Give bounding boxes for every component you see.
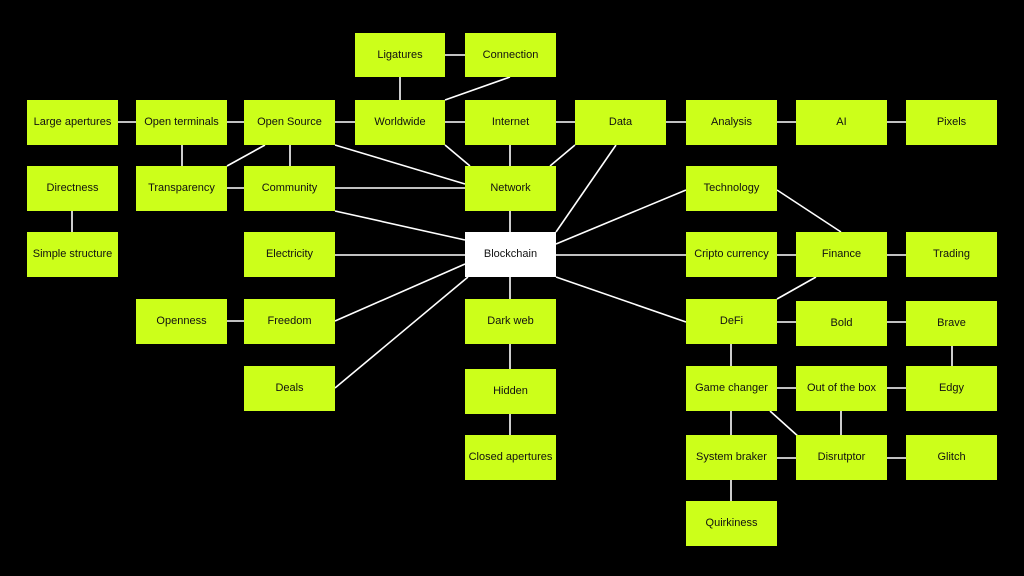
connector-line	[444, 76, 511, 101]
node-bold[interactable]: Bold	[796, 301, 887, 346]
node-connection[interactable]: Connection	[465, 33, 556, 77]
node-brave[interactable]: Brave	[906, 301, 997, 346]
node-open-terminals[interactable]: Open terminals	[136, 100, 227, 145]
node-system-braker[interactable]: System braker	[686, 435, 777, 480]
node-edgy[interactable]: Edgy	[906, 366, 997, 411]
node-dark-web[interactable]: Dark web	[465, 299, 556, 344]
connector-line	[444, 144, 471, 167]
node-technology[interactable]: Technology	[686, 166, 777, 211]
connector-line	[769, 410, 801, 439]
node-freedom[interactable]: Freedom	[244, 299, 335, 344]
node-transparency[interactable]: Transparency	[136, 166, 227, 211]
node-ai[interactable]: AI	[796, 100, 887, 145]
node-hidden[interactable]: Hidden	[465, 369, 556, 414]
connector-line	[555, 189, 687, 245]
connector-line	[334, 276, 469, 389]
node-analysis[interactable]: Analysis	[686, 100, 777, 145]
node-directness[interactable]: Directness	[27, 166, 118, 211]
node-network[interactable]: Network	[465, 166, 556, 211]
node-simple-structure[interactable]: Simple structure	[27, 232, 118, 277]
node-data[interactable]: Data	[575, 100, 666, 145]
connector-line	[776, 276, 817, 300]
node-quirkiness[interactable]: Quirkiness	[686, 501, 777, 546]
connector-line	[555, 144, 617, 233]
node-disrutptor[interactable]: Disrutptor	[796, 435, 887, 480]
node-trading[interactable]: Trading	[906, 232, 997, 277]
connector-line	[776, 189, 842, 233]
connector-line	[334, 263, 466, 322]
connector-line	[334, 144, 466, 185]
node-electricity[interactable]: Electricity	[244, 232, 335, 277]
connector-line	[226, 144, 266, 167]
connector-line	[549, 144, 576, 167]
node-game-changer[interactable]: Game changer	[686, 366, 777, 411]
node-worldwide[interactable]: Worldwide	[355, 100, 445, 145]
node-pixels[interactable]: Pixels	[906, 100, 997, 145]
node-deals[interactable]: Deals	[244, 366, 335, 411]
node-finance[interactable]: Finance	[796, 232, 887, 277]
node-large-apertures[interactable]: Large apertures	[27, 100, 118, 145]
node-out-of-the-box[interactable]: Out of the box	[796, 366, 887, 411]
node-blockchain[interactable]: Blockchain	[465, 232, 556, 277]
connector-line	[334, 210, 466, 241]
node-open-source[interactable]: Open Source	[244, 100, 335, 145]
node-cripto-currency[interactable]: Cripto currency	[686, 232, 777, 277]
node-openness[interactable]: Openness	[136, 299, 227, 344]
node-defi[interactable]: DeFi	[686, 299, 777, 344]
node-community[interactable]: Community	[244, 166, 335, 211]
node-ligatures[interactable]: Ligatures	[355, 33, 445, 77]
node-closed-apertures[interactable]: Closed apertures	[465, 435, 556, 480]
node-internet[interactable]: Internet	[465, 100, 556, 145]
node-glitch[interactable]: Glitch	[906, 435, 997, 480]
connector-line	[555, 276, 687, 323]
